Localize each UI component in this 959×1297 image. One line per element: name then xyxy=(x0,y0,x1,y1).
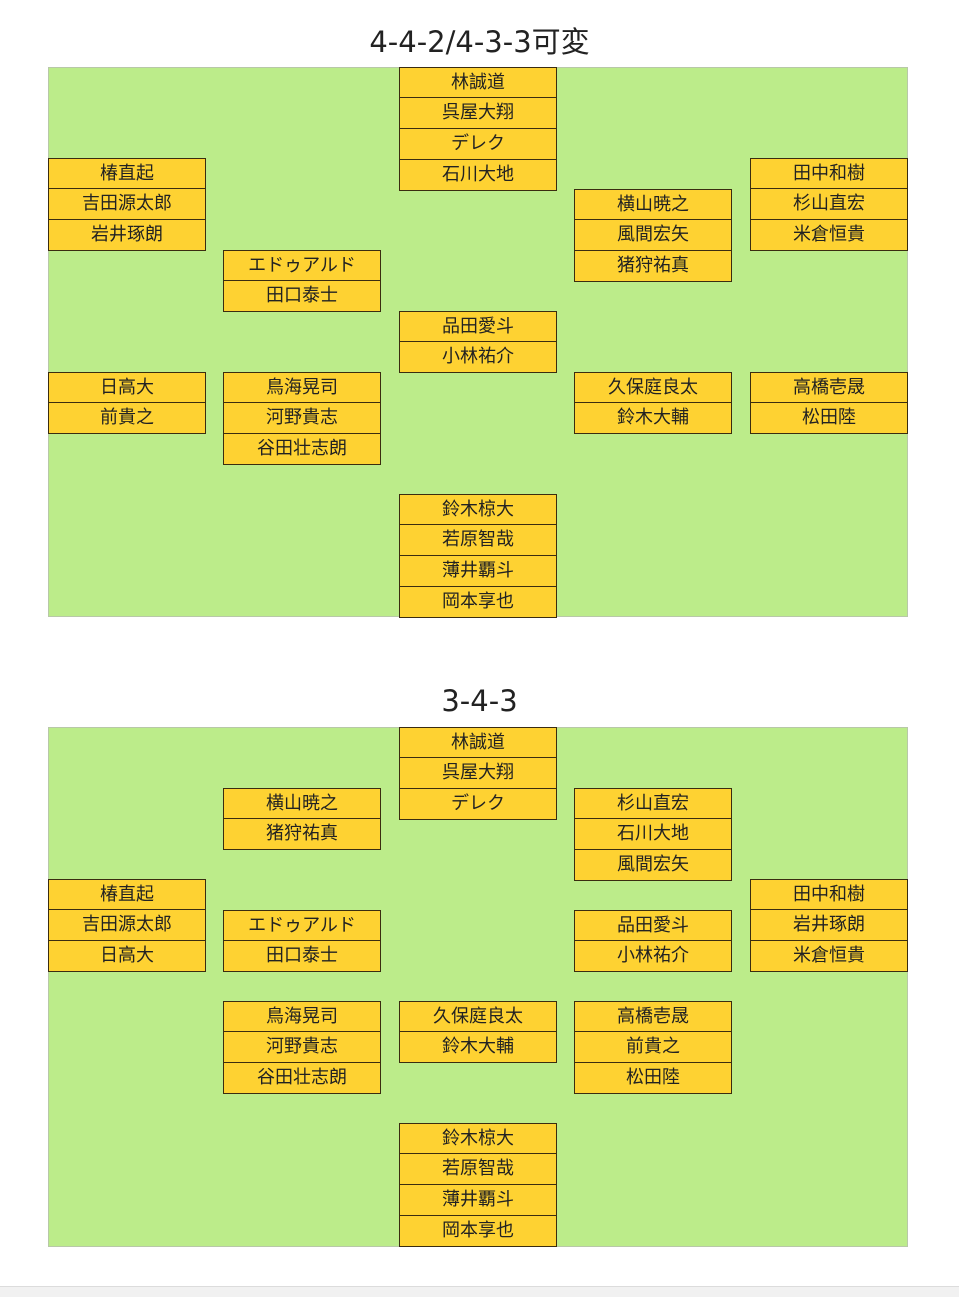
player-cell: 横山暁之 xyxy=(223,788,381,819)
player-cell: 河野貴志 xyxy=(223,1032,381,1063)
player-cell: 岩井琢朗 xyxy=(48,220,206,251)
player-group: 田中和樹 岩井琢朗 米倉恒貴 xyxy=(750,879,908,972)
player-group: 田中和樹 杉山直宏 米倉恒貴 xyxy=(750,158,908,251)
player-group: 林誠道 呉屋大翔 デレク xyxy=(399,727,557,820)
player-group: 椿直起 吉田源太郎 岩井琢朗 xyxy=(48,158,206,251)
player-cell: 高橋壱晟 xyxy=(750,372,908,403)
player-cell: エドゥアルド xyxy=(223,910,381,941)
player-group: 横山暁之 猪狩祐真 xyxy=(223,788,381,850)
player-cell: 日高大 xyxy=(48,372,206,403)
player-cell: 品田愛斗 xyxy=(574,910,732,941)
player-cell: デレク xyxy=(399,789,557,820)
player-cell: 谷田壮志朗 xyxy=(223,1063,381,1094)
player-group: 杉山直宏 石川大地 風間宏矢 xyxy=(574,788,732,881)
player-cell: 椿直起 xyxy=(48,158,206,189)
player-cell: 薄井覇斗 xyxy=(399,1185,557,1216)
player-cell: 河野貴志 xyxy=(223,403,381,434)
player-cell: 日高大 xyxy=(48,941,206,972)
player-cell: 杉山直宏 xyxy=(574,788,732,819)
player-cell: 岩井琢朗 xyxy=(750,910,908,941)
player-cell: 前貴之 xyxy=(574,1032,732,1063)
player-group: 鳥海晃司 河野貴志 谷田壮志朗 xyxy=(223,372,381,465)
player-cell: 岡本享也 xyxy=(399,587,557,618)
player-cell: 前貴之 xyxy=(48,403,206,434)
player-cell: 椿直起 xyxy=(48,879,206,910)
player-cell: 吉田源太郎 xyxy=(48,910,206,941)
player-group: 品田愛斗 小林祐介 xyxy=(399,311,557,373)
player-cell: 若原智哉 xyxy=(399,1154,557,1185)
player-cell: 松田陸 xyxy=(750,403,908,434)
player-group: 高橋壱晟 松田陸 xyxy=(750,372,908,434)
player-cell: 田口泰士 xyxy=(223,941,381,972)
player-cell: 高橋壱晟 xyxy=(574,1001,732,1032)
player-cell: 猪狩祐真 xyxy=(574,251,732,282)
player-cell: 久保庭良太 xyxy=(399,1001,557,1032)
player-cell: 呉屋大翔 xyxy=(399,758,557,789)
player-cell: 米倉恒貴 xyxy=(750,941,908,972)
player-group: 久保庭良太 鈴木大輔 xyxy=(399,1001,557,1063)
player-group: 日高大 前貴之 xyxy=(48,372,206,434)
player-cell: 小林祐介 xyxy=(399,342,557,373)
player-cell: 谷田壮志朗 xyxy=(223,434,381,465)
formation-title: 4-4-2/4-3-3可変 xyxy=(369,25,590,59)
player-cell: 風間宏矢 xyxy=(574,850,732,881)
player-cell: 林誠道 xyxy=(399,67,557,98)
formation-title: 3-4-3 xyxy=(441,684,518,718)
player-cell: 米倉恒貴 xyxy=(750,220,908,251)
player-cell: 鳥海晃司 xyxy=(223,372,381,403)
player-cell: 横山暁之 xyxy=(574,189,732,220)
player-cell: 久保庭良太 xyxy=(574,372,732,403)
player-cell: 鈴木椋大 xyxy=(399,1123,557,1154)
player-cell: 風間宏矢 xyxy=(574,220,732,251)
player-cell: 松田陸 xyxy=(574,1063,732,1094)
player-cell: 鳥海晃司 xyxy=(223,1001,381,1032)
player-cell: 吉田源太郎 xyxy=(48,189,206,220)
player-cell: 田中和樹 xyxy=(750,879,908,910)
player-cell: 杉山直宏 xyxy=(750,189,908,220)
player-group: 鈴木椋大 若原智哉 薄井覇斗 岡本享也 xyxy=(399,1123,557,1247)
player-cell: 品田愛斗 xyxy=(399,311,557,342)
player-group: 高橋壱晟 前貴之 松田陸 xyxy=(574,1001,732,1094)
player-group: エドゥアルド 田口泰士 xyxy=(223,910,381,972)
player-cell: 岡本享也 xyxy=(399,1216,557,1247)
player-cell: 薄井覇斗 xyxy=(399,556,557,587)
player-group: 鳥海晃司 河野貴志 谷田壮志朗 xyxy=(223,1001,381,1094)
player-group: エドゥアルド 田口泰士 xyxy=(223,250,381,312)
player-group: 椿直起 吉田源太郎 日高大 xyxy=(48,879,206,972)
player-cell: 小林祐介 xyxy=(574,941,732,972)
player-group: 久保庭良太 鈴木大輔 xyxy=(574,372,732,434)
player-group: 品田愛斗 小林祐介 xyxy=(574,910,732,972)
page-bottom-divider xyxy=(0,1286,959,1297)
player-cell: 石川大地 xyxy=(399,160,557,191)
player-group: 林誠道 呉屋大翔 デレク 石川大地 xyxy=(399,67,557,191)
player-cell: 石川大地 xyxy=(574,819,732,850)
player-cell: 林誠道 xyxy=(399,727,557,758)
player-cell: 田口泰士 xyxy=(223,281,381,312)
player-cell: 田中和樹 xyxy=(750,158,908,189)
player-cell: 猪狩祐真 xyxy=(223,819,381,850)
player-cell: 呉屋大翔 xyxy=(399,98,557,129)
player-cell: デレク xyxy=(399,129,557,160)
player-cell: 鈴木大輔 xyxy=(574,403,732,434)
player-group: 横山暁之 風間宏矢 猪狩祐真 xyxy=(574,189,732,282)
player-cell: 鈴木椋大 xyxy=(399,494,557,525)
player-cell: 鈴木大輔 xyxy=(399,1032,557,1063)
player-cell: エドゥアルド xyxy=(223,250,381,281)
player-cell: 若原智哉 xyxy=(399,525,557,556)
player-group: 鈴木椋大 若原智哉 薄井覇斗 岡本享也 xyxy=(399,494,557,618)
